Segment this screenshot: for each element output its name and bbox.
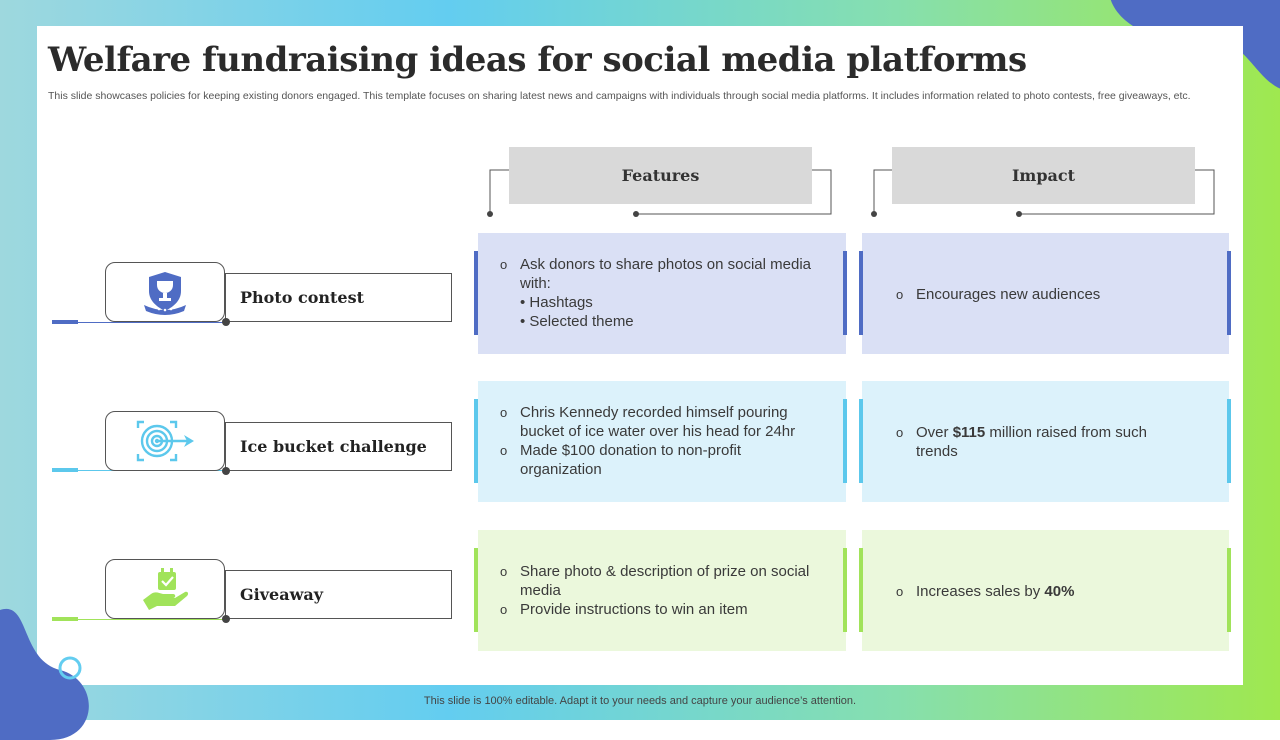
decorative-blob-bottom-left: [0, 608, 89, 740]
impact-card-photo-contest: Encourages new audiences: [862, 233, 1229, 354]
decorative-blob-top-right: [1111, 0, 1280, 89]
feature-item: Share photo & description of prize on so…: [500, 562, 826, 600]
row-dot-giveaway: [222, 615, 230, 623]
row-stub-photo-contest: [52, 320, 78, 324]
accent-bar: [859, 399, 863, 483]
hand-gift-icon: [143, 568, 189, 610]
row-stub-giveaway: [52, 617, 78, 621]
feature-item: Provide instructions to win an item: [500, 600, 826, 619]
accent-bar: [474, 399, 478, 483]
feature-card-photo-contest: Ask donors to share photos on social med…: [478, 233, 846, 354]
impact-item: Increases sales by 40%: [896, 582, 1209, 601]
impact-header: Impact: [892, 147, 1195, 204]
feature-item: Ask donors to share photos on social med…: [500, 255, 826, 293]
footer-note: This slide is 100% editable. Adapt it to…: [423, 695, 857, 707]
feature-subitem: • Hashtags: [520, 294, 593, 311]
impact-highlight: 40%: [1044, 583, 1075, 600]
accent-bar: [843, 251, 847, 335]
impact-card-giveaway: Increases sales by 40%: [862, 530, 1229, 651]
accent-bar: [1227, 251, 1231, 335]
accent-bar: [859, 548, 863, 632]
accent-bar: [859, 251, 863, 335]
feature-item: Made $100 donation to non-profit organiz…: [500, 441, 826, 479]
features-header: Features: [509, 147, 812, 204]
row-line-photo-contest: [78, 322, 228, 323]
feature-subitem: • Selected theme: [520, 313, 634, 330]
row-stub-ice-bucket: [52, 468, 78, 472]
impact-card-ice-bucket: Over $115 million raised from such trend…: [862, 381, 1229, 502]
trophy-shield-icon: [144, 272, 186, 315]
row-dot-ice-bucket: [222, 467, 230, 475]
page-subtitle: This slide showcases policies for keepin…: [48, 90, 1191, 102]
feature-card-ice-bucket: Chris Kennedy recorded himself pouring b…: [478, 381, 846, 502]
accent-bar: [843, 399, 847, 483]
page-title: Welfare fundraising ideas for social med…: [48, 40, 1027, 80]
row-line-giveaway: [78, 619, 228, 620]
feature-item: Chris Kennedy recorded himself pouring b…: [500, 403, 826, 441]
feature-card-giveaway: Share photo & description of prize on so…: [478, 530, 846, 651]
accent-bar: [1227, 548, 1231, 632]
row-icon-box-ice-bucket: [105, 411, 225, 471]
accent-bar: [474, 548, 478, 632]
accent-bar: [1227, 399, 1231, 483]
accent-bar: [843, 548, 847, 632]
accent-bar: [474, 251, 478, 335]
impact-item: Encourages new audiences: [896, 285, 1209, 304]
header-connectors: [487, 169, 1215, 217]
target-dart-icon: [136, 420, 194, 462]
row-icon-box-photo-contest: [105, 262, 225, 322]
impact-item: Over $115 million raised from such trend…: [896, 423, 1149, 461]
row-label-photo-contest: Photo contest: [225, 273, 452, 322]
row-label-giveaway: Giveaway: [225, 570, 452, 619]
impact-highlight: $115: [952, 424, 986, 441]
row-dot-photo-contest: [222, 318, 230, 326]
row-icon-box-giveaway: [105, 559, 225, 619]
row-label-ice-bucket: Ice bucket challenge: [225, 422, 452, 471]
